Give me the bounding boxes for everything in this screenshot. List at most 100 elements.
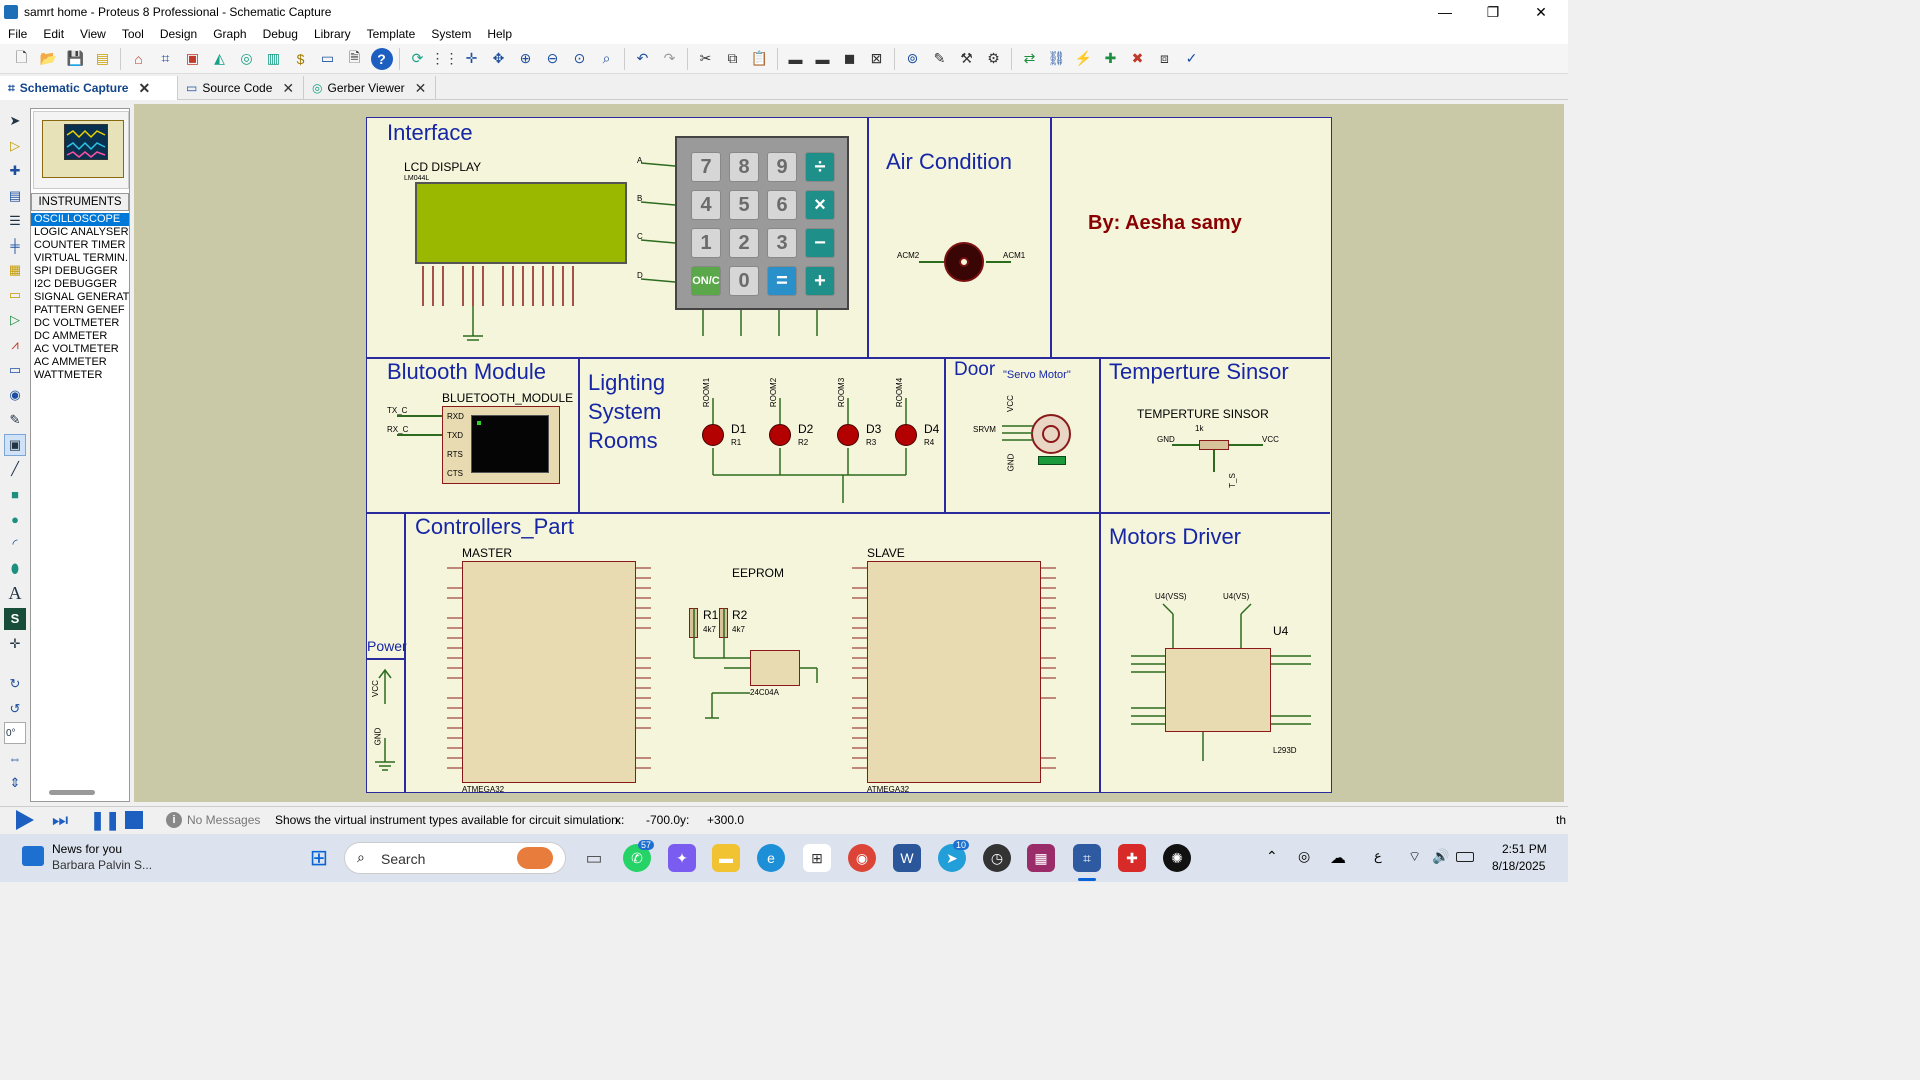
list-item[interactable]: AC AMMETER [34, 356, 107, 368]
line-tool-icon[interactable]: ╱ [11, 461, 19, 477]
led-d1[interactable] [702, 424, 724, 446]
block-rotate-icon[interactable]: ◼ [843, 50, 856, 66]
block-delete-icon[interactable]: ⊠ [870, 50, 883, 66]
list-item[interactable]: PATTERN GENEF [34, 304, 125, 316]
list-item[interactable]: WATTMETER [34, 369, 103, 381]
menu-view[interactable]: View [80, 27, 106, 41]
device-pins-icon[interactable]: ▷ [10, 312, 20, 328]
list-item[interactable]: DC VOLTMETER [34, 317, 120, 329]
virtual-instruments-icon[interactable]: ▣ [4, 433, 26, 456]
key-minus[interactable]: − [805, 228, 835, 258]
pick-device-icon[interactable]: ⊚ [906, 50, 919, 66]
file-explorer-icon[interactable]: ▬ [712, 844, 740, 872]
key-3[interactable]: 3 [767, 228, 797, 258]
close-icon[interactable]: ✕ [282, 79, 295, 96]
language-icon[interactable]: ع [1374, 848, 1382, 863]
paste-icon[interactable]: 📋 [750, 50, 769, 66]
save-icon[interactable]: 💾 [66, 50, 85, 66]
import-icon[interactable]: ▤ [95, 50, 110, 66]
key-plus[interactable]: + [805, 266, 835, 296]
menu-file[interactable]: File [8, 27, 28, 41]
horizontal-scrollbar[interactable] [49, 790, 95, 795]
messages-status[interactable]: No Messages [187, 813, 261, 827]
clock-app-icon[interactable]: ◷ [983, 844, 1011, 872]
home-icon[interactable]: ⌂ [134, 50, 143, 67]
key-0[interactable]: 0 [729, 266, 759, 296]
start-icon[interactable]: ⊞ [309, 845, 329, 870]
key-1[interactable]: 1 [691, 228, 721, 258]
marker-tool-icon[interactable]: ✛ [9, 635, 21, 651]
copy-icon[interactable]: ⧉ [727, 50, 738, 66]
text-script-icon[interactable]: ☰ [9, 212, 21, 228]
slave-atmega32[interactable] [867, 561, 1041, 783]
key-9[interactable]: 9 [767, 152, 797, 182]
block-copy-icon[interactable]: ▬ [788, 50, 803, 67]
subcircuit-icon[interactable]: ▦ [8, 262, 22, 278]
open-folder-icon[interactable]: 📂 [39, 50, 58, 66]
property-tool-icon[interactable]: ⚡ [1074, 50, 1093, 66]
redo-icon[interactable]: ↷ [663, 50, 676, 66]
origin-icon[interactable]: ✛ [465, 50, 478, 66]
step-icon[interactable]: ⏭ [52, 810, 69, 830]
design-explorer-icon[interactable]: ▥ [266, 50, 281, 66]
l293d-driver[interactable] [1165, 648, 1271, 732]
voltage-probe-icon[interactable]: ✎ [9, 411, 21, 427]
source-code-icon[interactable]: ▭ [320, 50, 335, 66]
temperature-sensor[interactable] [1199, 440, 1229, 450]
search-tag-icon[interactable]: ⛓ [1047, 50, 1066, 66]
edge-icon[interactable]: e [757, 844, 785, 872]
rotate-anticlockwise-icon[interactable]: ↺ [9, 700, 21, 716]
wire-autorouter-icon[interactable]: ⇄ [1023, 50, 1036, 66]
remove-sheet-icon[interactable]: ✖ [1131, 50, 1144, 66]
key-multiply[interactable]: × [805, 190, 835, 220]
stop-icon[interactable] [125, 811, 143, 829]
pause-icon[interactable]: ❚❚ [90, 810, 121, 830]
list-item[interactable]: AC VOLTMETER [34, 343, 119, 355]
chatgpt-icon[interactable]: ✺ [1163, 844, 1191, 872]
graph-icon[interactable]: ⩘ [11, 337, 19, 353]
key-equals[interactable]: = [767, 266, 797, 296]
junction-dot-icon[interactable]: ✚ [9, 162, 21, 178]
exit-to-parent-icon[interactable]: ⧈ [1160, 50, 1169, 66]
zoom-area-icon[interactable]: ⌕ [602, 50, 611, 66]
word-icon[interactable]: W [893, 844, 921, 872]
schematic-canvas[interactable]: Interface LCD DISPLAY LM044L 7 8 9 ÷ 4 5… [134, 104, 1564, 802]
rotate-clockwise-icon[interactable]: ↻ [9, 675, 21, 691]
play-icon[interactable] [16, 810, 34, 830]
terminals-icon[interactable]: ▭ [8, 287, 22, 303]
volume-icon[interactable]: 🔊 [1432, 848, 1450, 864]
tab-gerber-viewer[interactable]: ◎ Gerber Viewer ✕ [304, 76, 436, 100]
clock-time[interactable]: 2:51 PM [1502, 842, 1547, 856]
menu-template[interactable]: Template [366, 27, 416, 41]
list-item[interactable]: VIRTUAL TERMIN. [34, 252, 128, 264]
battery-icon[interactable] [1456, 852, 1474, 862]
motor-icon[interactable] [944, 242, 984, 282]
led-d2[interactable] [769, 424, 791, 446]
key-on-clear[interactable]: ON/C [691, 266, 721, 296]
list-item[interactable]: SPI DEBUGGER [34, 265, 118, 277]
close-button[interactable]: ✕ [1535, 4, 1547, 20]
menu-edit[interactable]: Edit [43, 27, 65, 41]
angle-field[interactable]: 0° [4, 722, 26, 745]
list-item[interactable]: LOGIC ANALYSER [34, 226, 129, 238]
make-device-icon[interactable]: ✎ [933, 50, 946, 66]
key-8[interactable]: 8 [729, 152, 759, 182]
schematic-icon[interactable]: ⌗ [161, 50, 170, 66]
onedrive-icon[interactable]: ☁ [1330, 850, 1346, 867]
menu-debug[interactable]: Debug [262, 27, 298, 41]
eeprom-chip[interactable] [750, 650, 800, 686]
key-7[interactable]: 7 [691, 152, 721, 182]
undo-icon[interactable]: ↶ [636, 50, 649, 66]
text-tool-icon[interactable]: A [8, 583, 22, 604]
path-tool-icon[interactable]: ⬮ [10, 561, 20, 577]
keypad[interactable]: 7 8 9 ÷ 4 5 6 × 1 2 3 − ON/C 0 = + [675, 136, 849, 310]
3d-view-icon[interactable]: ◭ [214, 50, 225, 66]
menu-tool[interactable]: Tool [121, 27, 144, 41]
key-divide[interactable]: ÷ [805, 152, 835, 182]
zoom-out-icon[interactable]: ⊖ [546, 50, 559, 66]
menu-library[interactable]: Library [313, 27, 351, 41]
schematic-sheet[interactable]: Interface LCD DISPLAY LM044L 7 8 9 ÷ 4 5… [366, 117, 1332, 794]
cut-icon[interactable]: ✂ [699, 50, 712, 66]
selection-mode-icon[interactable]: ➤ [9, 113, 21, 128]
new-sheet-icon[interactable]: ✚ [1104, 50, 1117, 66]
